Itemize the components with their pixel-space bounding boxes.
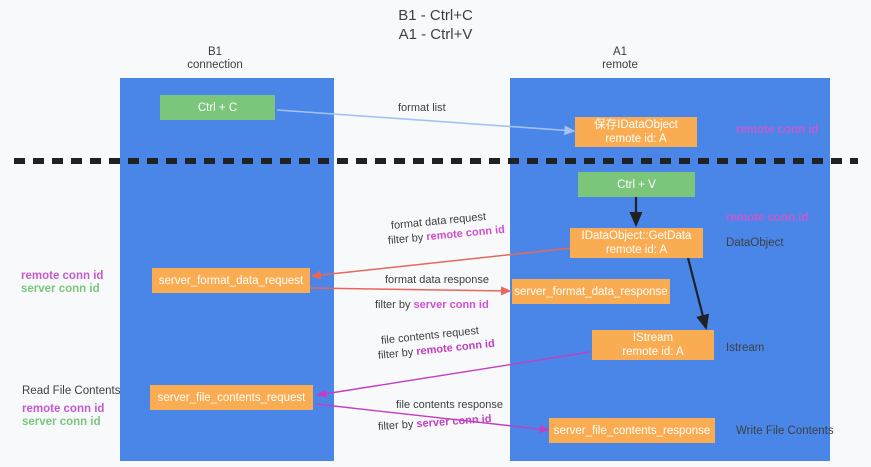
node-server-format-data-request[interactable]: server_format_data_request [152,268,310,293]
node-ctrl-v[interactable]: Ctrl + V [578,172,695,197]
annotation-remote-conn-id-top: remote conn id [736,124,819,136]
filter-prefix: filter by [387,231,427,247]
node-idataobject[interactable]: 保存IDataObject remote id: A [575,117,697,147]
node-ctrl-c[interactable]: Ctrl + C [160,95,275,120]
annotation-read-file-contents: Read File Contents [22,385,121,397]
edge-label-format-data-response-filter: filter by server conn id [375,298,489,312]
annotation-left-remote-conn-id-2: remote conn id [22,403,105,415]
node-server-format-data-response[interactable]: server_format_data_response [512,279,670,304]
filter-prefix: filter by [377,418,417,433]
column-header-a1: A1 remote [560,46,680,72]
node-getdata-title: IDataObject::GetData [581,230,692,242]
annotation-left-server-conn-id: server conn id [21,283,100,295]
arrow-format-data-response [309,286,512,296]
annotation-write-file-contents: Write File Contents [736,425,834,437]
node-server-file-contents-request-label: server_file_contents_request [157,391,306,404]
annotation-left-remote-conn-id: remote conn id [21,270,104,282]
edge-label-file-contents-response-filter: filter by server conn id [378,412,492,434]
annotation-istream: Istream [726,342,765,354]
column-a1-sub: remote [602,59,638,71]
title-line-1: B1 - Ctrl+C [398,7,473,24]
node-server-file-contents-response-label: server_file_contents_response [553,424,711,437]
column-b1-sub: connection [187,59,243,71]
node-getdata-sub: remote id: A [605,244,668,256]
filter-key-server-conn-id: server conn id [413,299,489,311]
node-server-file-contents-response[interactable]: server_file_contents_response [549,418,715,443]
node-idataobject-title: 保存IDataObject [594,119,678,131]
column-a1-name: A1 [612,46,628,58]
column-b1-name: B1 [207,46,223,58]
node-ctrl-v-label: Ctrl + V [617,178,656,191]
node-istream[interactable]: IStream remote id: A [592,330,714,360]
edge-label-format-data-response: format data response [385,274,489,286]
node-idataobject-sub: remote id: A [605,133,667,145]
edge-label-format-list: format list [398,102,446,114]
node-server-format-data-response-label: server_format_data_response [514,285,668,298]
filter-prefix: filter by [377,346,417,362]
annotation-left-server-conn-id-2: server conn id [22,416,101,428]
node-server-format-data-request-label: server_format_data_request [158,274,304,287]
diagram-title: B1 - Ctrl+C A1 - Ctrl+V [0,6,871,44]
filter-key-server-conn-id: server conn id [416,413,492,431]
annotation-remote-conn-id-mid: remote conn id [726,212,809,224]
node-ctrl-c-label: Ctrl + C [197,101,238,114]
edge-label-file-contents-response: file contents response [396,399,504,411]
node-istream-sub: remote id: A [622,346,684,358]
annotation-dataobject: DataObject [726,237,784,249]
node-idataobject-getdata[interactable]: IDataObject::GetData remote id: A [570,228,703,258]
node-istream-title: IStream [632,332,674,344]
filter-prefix: filter by [375,299,414,311]
column-header-b1: B1 connection [155,46,275,72]
title-line-2: A1 - Ctrl+V [398,26,473,43]
node-server-file-contents-request[interactable]: server_file_contents_request [150,385,313,410]
